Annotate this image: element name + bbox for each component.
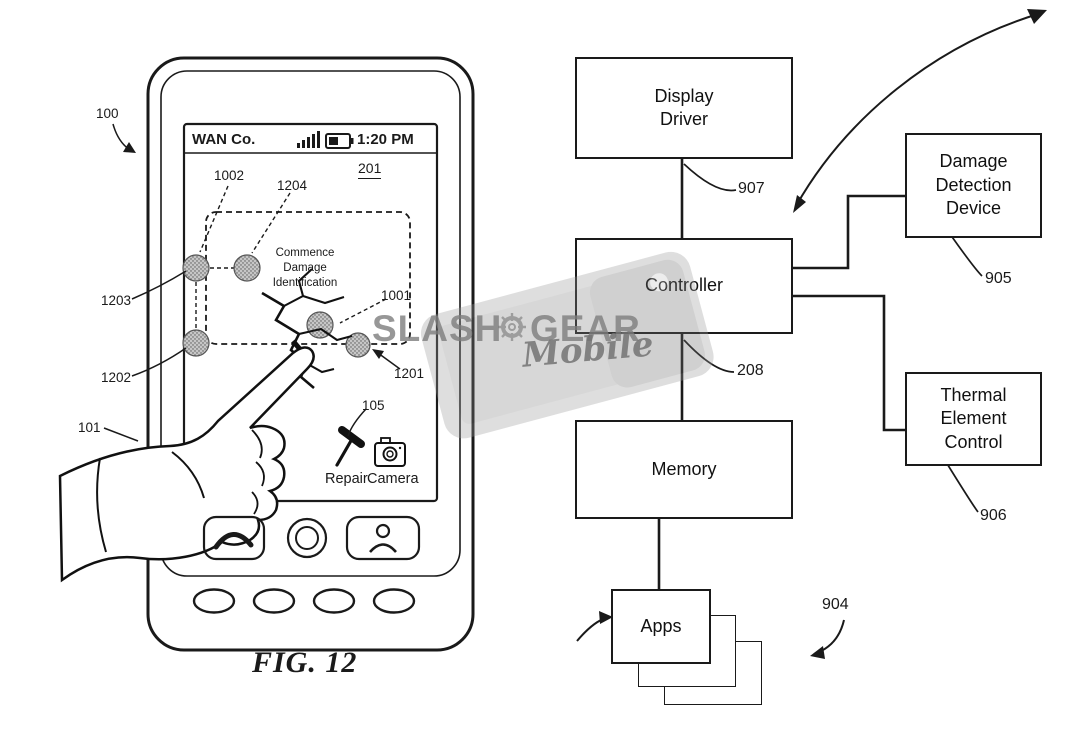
- touch-point-1203: [182, 254, 210, 282]
- dashed-region: [205, 211, 411, 345]
- phone-screen: [182, 122, 439, 503]
- leader-905: [949, 233, 983, 277]
- contacts-button: [345, 515, 421, 561]
- oval-key-1: [192, 588, 236, 614]
- block-controller-label: Controller: [644, 275, 724, 296]
- ref-101: 101: [78, 420, 101, 435]
- leader-1203: [131, 270, 187, 300]
- camera-icon: [374, 437, 406, 467]
- person-icon-head: [375, 523, 391, 539]
- swipe-arrow-curve: [795, 13, 1039, 207]
- block-thermal-control: Thermal Element Control: [905, 372, 1042, 466]
- wrist-line: [96, 457, 107, 553]
- block-thermal-control-label: Thermal Element Control: [940, 384, 1007, 452]
- ref-1203: 1203: [101, 293, 132, 308]
- ref-201: 201: [358, 160, 382, 179]
- home-button-inner: [295, 526, 319, 550]
- thumb-line: [171, 451, 205, 499]
- leader-1002: [199, 185, 229, 253]
- phone-illustration: [58, 56, 475, 652]
- figure-caption: FIG. 12: [252, 646, 358, 679]
- reference-leaders: [103, 123, 401, 442]
- block-controller: Controller: [575, 238, 793, 334]
- clock-label: 1:20 PM: [357, 131, 414, 148]
- finger-crease-2: [255, 461, 265, 487]
- finger-crease-3: [251, 491, 259, 515]
- person-icon-body: [369, 543, 397, 553]
- block-damage-detection: Damage Detection Device: [905, 133, 1042, 238]
- leader-1202: [131, 347, 187, 377]
- leader-1001: [339, 298, 387, 324]
- leader-105: [347, 408, 367, 437]
- signal-icon: [297, 131, 320, 148]
- block-apps-label: Apps: [640, 615, 682, 636]
- touch-point-1204: [233, 254, 261, 282]
- finger-crease-1: [251, 429, 263, 459]
- oval-keys: [192, 588, 416, 614]
- leader-101: [103, 427, 139, 442]
- block-connectors: [657, 155, 905, 589]
- ref-1201: 1201: [394, 366, 425, 381]
- ref-904: 904: [822, 596, 849, 613]
- oval-key-2: [252, 588, 296, 614]
- ref-1204: 1204: [277, 178, 308, 193]
- hand-outline: [58, 346, 315, 583]
- ref-905: 905: [985, 270, 1012, 287]
- swipe-arrow-head-top: [1027, 9, 1047, 24]
- connector-controller-thermal: [789, 294, 905, 432]
- leader-907: [683, 163, 737, 192]
- ref-1202: 1202: [101, 370, 132, 385]
- carrier-label: WAN Co.: [192, 131, 256, 148]
- ref-907: 907: [738, 180, 765, 197]
- leader-1204: [251, 192, 291, 254]
- phone-nav-row: [202, 515, 421, 561]
- screen-message: Commence Damage Identification: [272, 247, 338, 289]
- numeral-leaders: [683, 163, 983, 513]
- camera-label: Camera: [367, 471, 419, 487]
- ref-1001: 1001: [381, 288, 412, 303]
- arrow-904-curve: [813, 619, 845, 655]
- leader-1201-arrow: [377, 352, 401, 370]
- arrow-apps-head: [599, 611, 613, 624]
- block-apps: Apps: [611, 589, 711, 664]
- hand-illustration: [58, 346, 315, 583]
- arrowhead-1201: [372, 349, 384, 359]
- phone-inner-outline: [160, 70, 461, 577]
- touch-point-1202: [182, 329, 210, 357]
- battery-icon: [325, 133, 354, 149]
- ref-208: 208: [737, 362, 764, 379]
- oval-key-4: [372, 588, 416, 614]
- block-memory: Memory: [575, 420, 793, 519]
- repair-label: Repair: [325, 471, 368, 487]
- ref-906: 906: [980, 507, 1007, 524]
- call-button: [202, 515, 266, 561]
- arrowhead-100: [123, 142, 136, 153]
- oval-key-3: [312, 588, 356, 614]
- swipe-arrow-head-bottom: [793, 195, 806, 213]
- repair-hammer-icon: [335, 426, 365, 467]
- leader-906: [945, 461, 979, 513]
- home-button: [286, 517, 328, 559]
- block-damage-detection-label: Damage Detection Device: [935, 151, 1012, 219]
- block-display-driver: Display Driver: [575, 57, 793, 159]
- ref-1002: 1002: [214, 168, 245, 183]
- connector-controller-damage: [789, 194, 905, 270]
- block-display-driver-label: Display Driver: [654, 85, 714, 129]
- leader-208: [683, 339, 735, 373]
- block-memory-label: Memory: [651, 458, 717, 479]
- arrow-904-head: [810, 646, 825, 659]
- handset-icon: [213, 532, 254, 550]
- ref-100: 100: [96, 106, 119, 121]
- touch-point-1201: [345, 332, 371, 358]
- curved-arrows: [576, 9, 1047, 659]
- ref-105: 105: [362, 398, 385, 413]
